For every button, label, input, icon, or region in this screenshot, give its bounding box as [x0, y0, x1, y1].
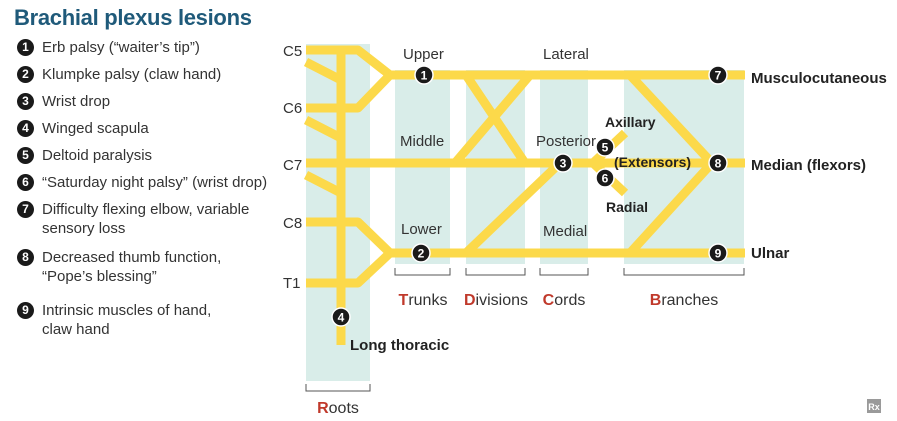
lesion-badge-4: 4: [331, 307, 351, 327]
cord-label-posterior: Posterior: [536, 133, 596, 150]
number-badge-icon: 5: [17, 147, 34, 164]
lower-posterior-division: [462, 159, 564, 257]
legend-text: Klumpke palsy (claw hand): [42, 66, 222, 83]
lesion-badge-9: 9: [708, 243, 728, 263]
legend-text: Decreased thumb function, “Pope’s blessi…: [42, 249, 222, 285]
legend-item-8: 8 Decreased thumb function, “Pope’s bles…: [17, 248, 221, 286]
c5-root: [306, 45, 393, 79]
lesion-badge-3: 3: [553, 153, 573, 173]
legend-item-4: 4 Winged scapula: [17, 119, 149, 138]
legend-item-6: 6 “Saturday night palsy” (wrist drop): [17, 173, 267, 192]
cord-label-medial: Medial: [543, 223, 587, 240]
c6-to-long-thoracic: [303, 115, 344, 143]
section-label-roots: Roots: [317, 400, 359, 417]
svg-text:8: 8: [715, 157, 722, 171]
page-title: Brachial plexus lesions: [14, 5, 252, 30]
number-badge-icon: 3: [17, 93, 34, 110]
nerve-paths: [303, 45, 745, 345]
root-label-c6: C6: [283, 100, 302, 117]
section-brackets: [305, 268, 745, 392]
number-badge-icon: 7: [17, 201, 34, 218]
root-label-c5: C5: [283, 43, 302, 60]
legend-text: Intrinsic muscles of hand, claw hand: [42, 302, 212, 338]
legend-item-9: 9 Intrinsic muscles of hand, claw hand: [17, 301, 211, 339]
c6-root: [306, 71, 394, 113]
lesion-badge-8: 8: [708, 153, 728, 173]
number-badge-icon: 1: [17, 39, 34, 56]
legend-text: Winged scapula: [42, 120, 149, 137]
divisions-bracket: [465, 268, 526, 276]
legend-item-3: 3 Wrist drop: [17, 92, 110, 111]
root-label-c8: C8: [283, 215, 302, 232]
section-label-cords: Cords: [543, 292, 586, 309]
branches-bracket: [623, 268, 745, 276]
legend-item-5: 5 Deltoid paralysis: [17, 146, 152, 165]
svg-text:5: 5: [602, 141, 609, 155]
legend-text: Deltoid paralysis: [42, 147, 153, 164]
legend-text: Wrist drop: [42, 93, 111, 110]
legend-item-1: 1 Erb palsy (“waiter’s tip”): [17, 38, 200, 57]
svg-text:4: 4: [338, 311, 345, 325]
section-label-branches: Branches: [650, 292, 718, 309]
branch-label-radial: Radial: [606, 199, 648, 215]
legend-text: “Saturday night palsy” (wrist drop): [42, 174, 268, 191]
svg-text:1: 1: [421, 69, 428, 83]
svg-text:2: 2: [418, 247, 425, 261]
branch-label-extensors: (Extensors): [614, 154, 691, 170]
c7-to-long-thoracic: [303, 170, 344, 198]
svg-text:9: 9: [715, 247, 722, 261]
lateral-to-median: [626, 71, 716, 167]
trunks-bracket: [394, 268, 451, 276]
branch-label-axillary: Axillary: [605, 114, 656, 130]
svg-text:7: 7: [715, 69, 722, 83]
root-labels: C5 C6 C7 C8 T1: [283, 43, 302, 292]
legend-text: Difficulty flexing elbow, variable senso…: [42, 201, 250, 237]
lesion-badge-7: 7: [708, 65, 728, 85]
trunk-label-middle: Middle: [400, 133, 444, 150]
section-label-divisions: Divisions: [464, 292, 528, 309]
medial-to-median: [626, 159, 716, 257]
lesion-badge-1: 1: [414, 65, 434, 85]
number-badge-icon: 9: [17, 302, 34, 319]
branch-label-musculocutaneous: Musculocutaneous: [751, 70, 887, 87]
trunk-label-upper: Upper: [403, 46, 444, 63]
lesion-badge-5: 5: [595, 137, 615, 157]
c5-to-long-thoracic: [303, 57, 344, 85]
lesion-badges: 1 2 3 4 5 6 7 8: [331, 65, 728, 327]
cord-label-lateral: Lateral: [543, 46, 589, 63]
legend-text: Erb palsy (“waiter’s tip”): [42, 39, 200, 56]
number-badge-icon: 6: [17, 174, 34, 191]
number-badge-icon: 8: [17, 249, 34, 266]
root-label-c7: C7: [283, 157, 302, 174]
rx-logo: Rx: [867, 399, 881, 413]
middle-anterior-division: [451, 72, 534, 166]
lesion-badge-2: 2: [411, 243, 431, 263]
rx-logo-text: Rx: [868, 402, 880, 412]
section-label-trunks: Trunks: [399, 292, 448, 309]
number-badge-icon: 4: [17, 120, 34, 137]
c8-root: [306, 217, 394, 257]
legend-item-2: 2 Klumpke palsy (claw hand): [17, 65, 221, 84]
roots-bracket: [305, 384, 371, 392]
number-badge-icon: 2: [17, 66, 34, 83]
branch-label-ulnar: Ulnar: [751, 245, 790, 262]
legend-item-7: 7 Difficulty flexing elbow, variable sen…: [17, 200, 249, 238]
branch-label-median: Median (flexors): [751, 157, 866, 174]
lesion-badge-6: 6: [595, 168, 615, 188]
svg-text:3: 3: [560, 157, 567, 171]
branch-label-long-thoracic: Long thoracic: [350, 337, 449, 354]
cords-bracket: [539, 268, 589, 276]
root-label-t1: T1: [283, 275, 301, 292]
t1-root: [306, 249, 394, 288]
svg-text:6: 6: [602, 172, 609, 186]
trunk-label-lower: Lower: [401, 221, 442, 238]
